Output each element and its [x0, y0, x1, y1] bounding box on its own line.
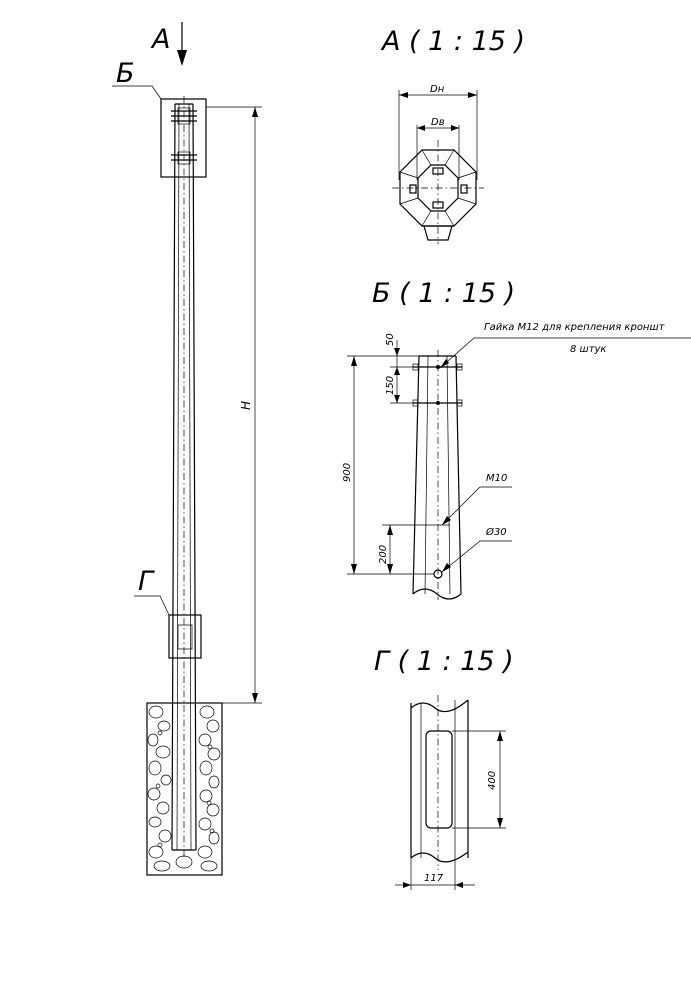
- nut-note-leader: [439, 337, 691, 369]
- dim-150-label: 150: [385, 376, 396, 395]
- hatch-opening: [425, 730, 453, 829]
- dim-50-label: 50: [385, 333, 396, 346]
- pole-inner-left: [176, 103, 180, 851]
- d30-label: Ø30: [485, 526, 507, 538]
- foundation-outline: [146, 702, 223, 876]
- h-dim-label: H: [239, 401, 253, 410]
- bracket-nuts: [171, 107, 197, 165]
- rubble-fill: [147, 705, 221, 872]
- d30-leader: [441, 540, 512, 573]
- detail-frame-g: [168, 614, 202, 659]
- view-a: А ( 1 : 15 ) Dн Dв: [380, 26, 525, 244]
- view-a-arrowhead: [177, 50, 187, 66]
- m10-leader: [441, 486, 512, 526]
- dim-200-label: 200: [378, 545, 389, 564]
- dim-400-label: 400: [487, 771, 498, 790]
- callout-g-leader: [134, 595, 170, 616]
- view-b-title: Б ( 1 : 15 ): [372, 278, 515, 309]
- callout-b-label: Б: [116, 58, 135, 89]
- dim-117-label: 117: [424, 873, 444, 884]
- b-pole-right: [455, 355, 462, 595]
- foundation: [146, 702, 223, 876]
- b-nut-row-1: [412, 363, 463, 371]
- dim-900-label: 900: [342, 463, 353, 482]
- pole-right-edge: [192, 103, 197, 851]
- b-nut-row-2: [412, 399, 463, 407]
- g-break-bottom: [410, 851, 469, 863]
- nut-note-line2: 8 штук: [570, 344, 606, 355]
- dv-label: Dв: [431, 117, 445, 128]
- view-g: Г ( 1 : 15 ) 400 117: [374, 646, 514, 890]
- detail-frame-b: [160, 98, 207, 178]
- b-break-line: [412, 588, 462, 600]
- view-g-title: Г ( 1 : 15 ): [374, 646, 514, 677]
- service-hatch: [177, 624, 193, 650]
- pole-inner-right: [188, 103, 192, 851]
- octagon-tab: [423, 225, 453, 241]
- main-view: А Б H Г: [112, 22, 262, 876]
- callout-g-label: Г: [138, 566, 155, 597]
- b-pole-left: [412, 355, 420, 595]
- nut-note-line1: Гайка М12 для крепления кроншт: [484, 322, 666, 333]
- g-break-top: [410, 699, 469, 713]
- m10-label: М10: [486, 473, 507, 484]
- view-a-arrow-label: А: [150, 24, 170, 55]
- dn-label: Dн: [430, 84, 445, 95]
- view-a-title: А ( 1 : 15 ): [380, 26, 525, 57]
- pole-left-edge: [171, 103, 176, 851]
- view-b: Б ( 1 : 15 ) Гайка М12 для крепления кро…: [342, 278, 691, 600]
- callout-b-leader: [112, 85, 162, 100]
